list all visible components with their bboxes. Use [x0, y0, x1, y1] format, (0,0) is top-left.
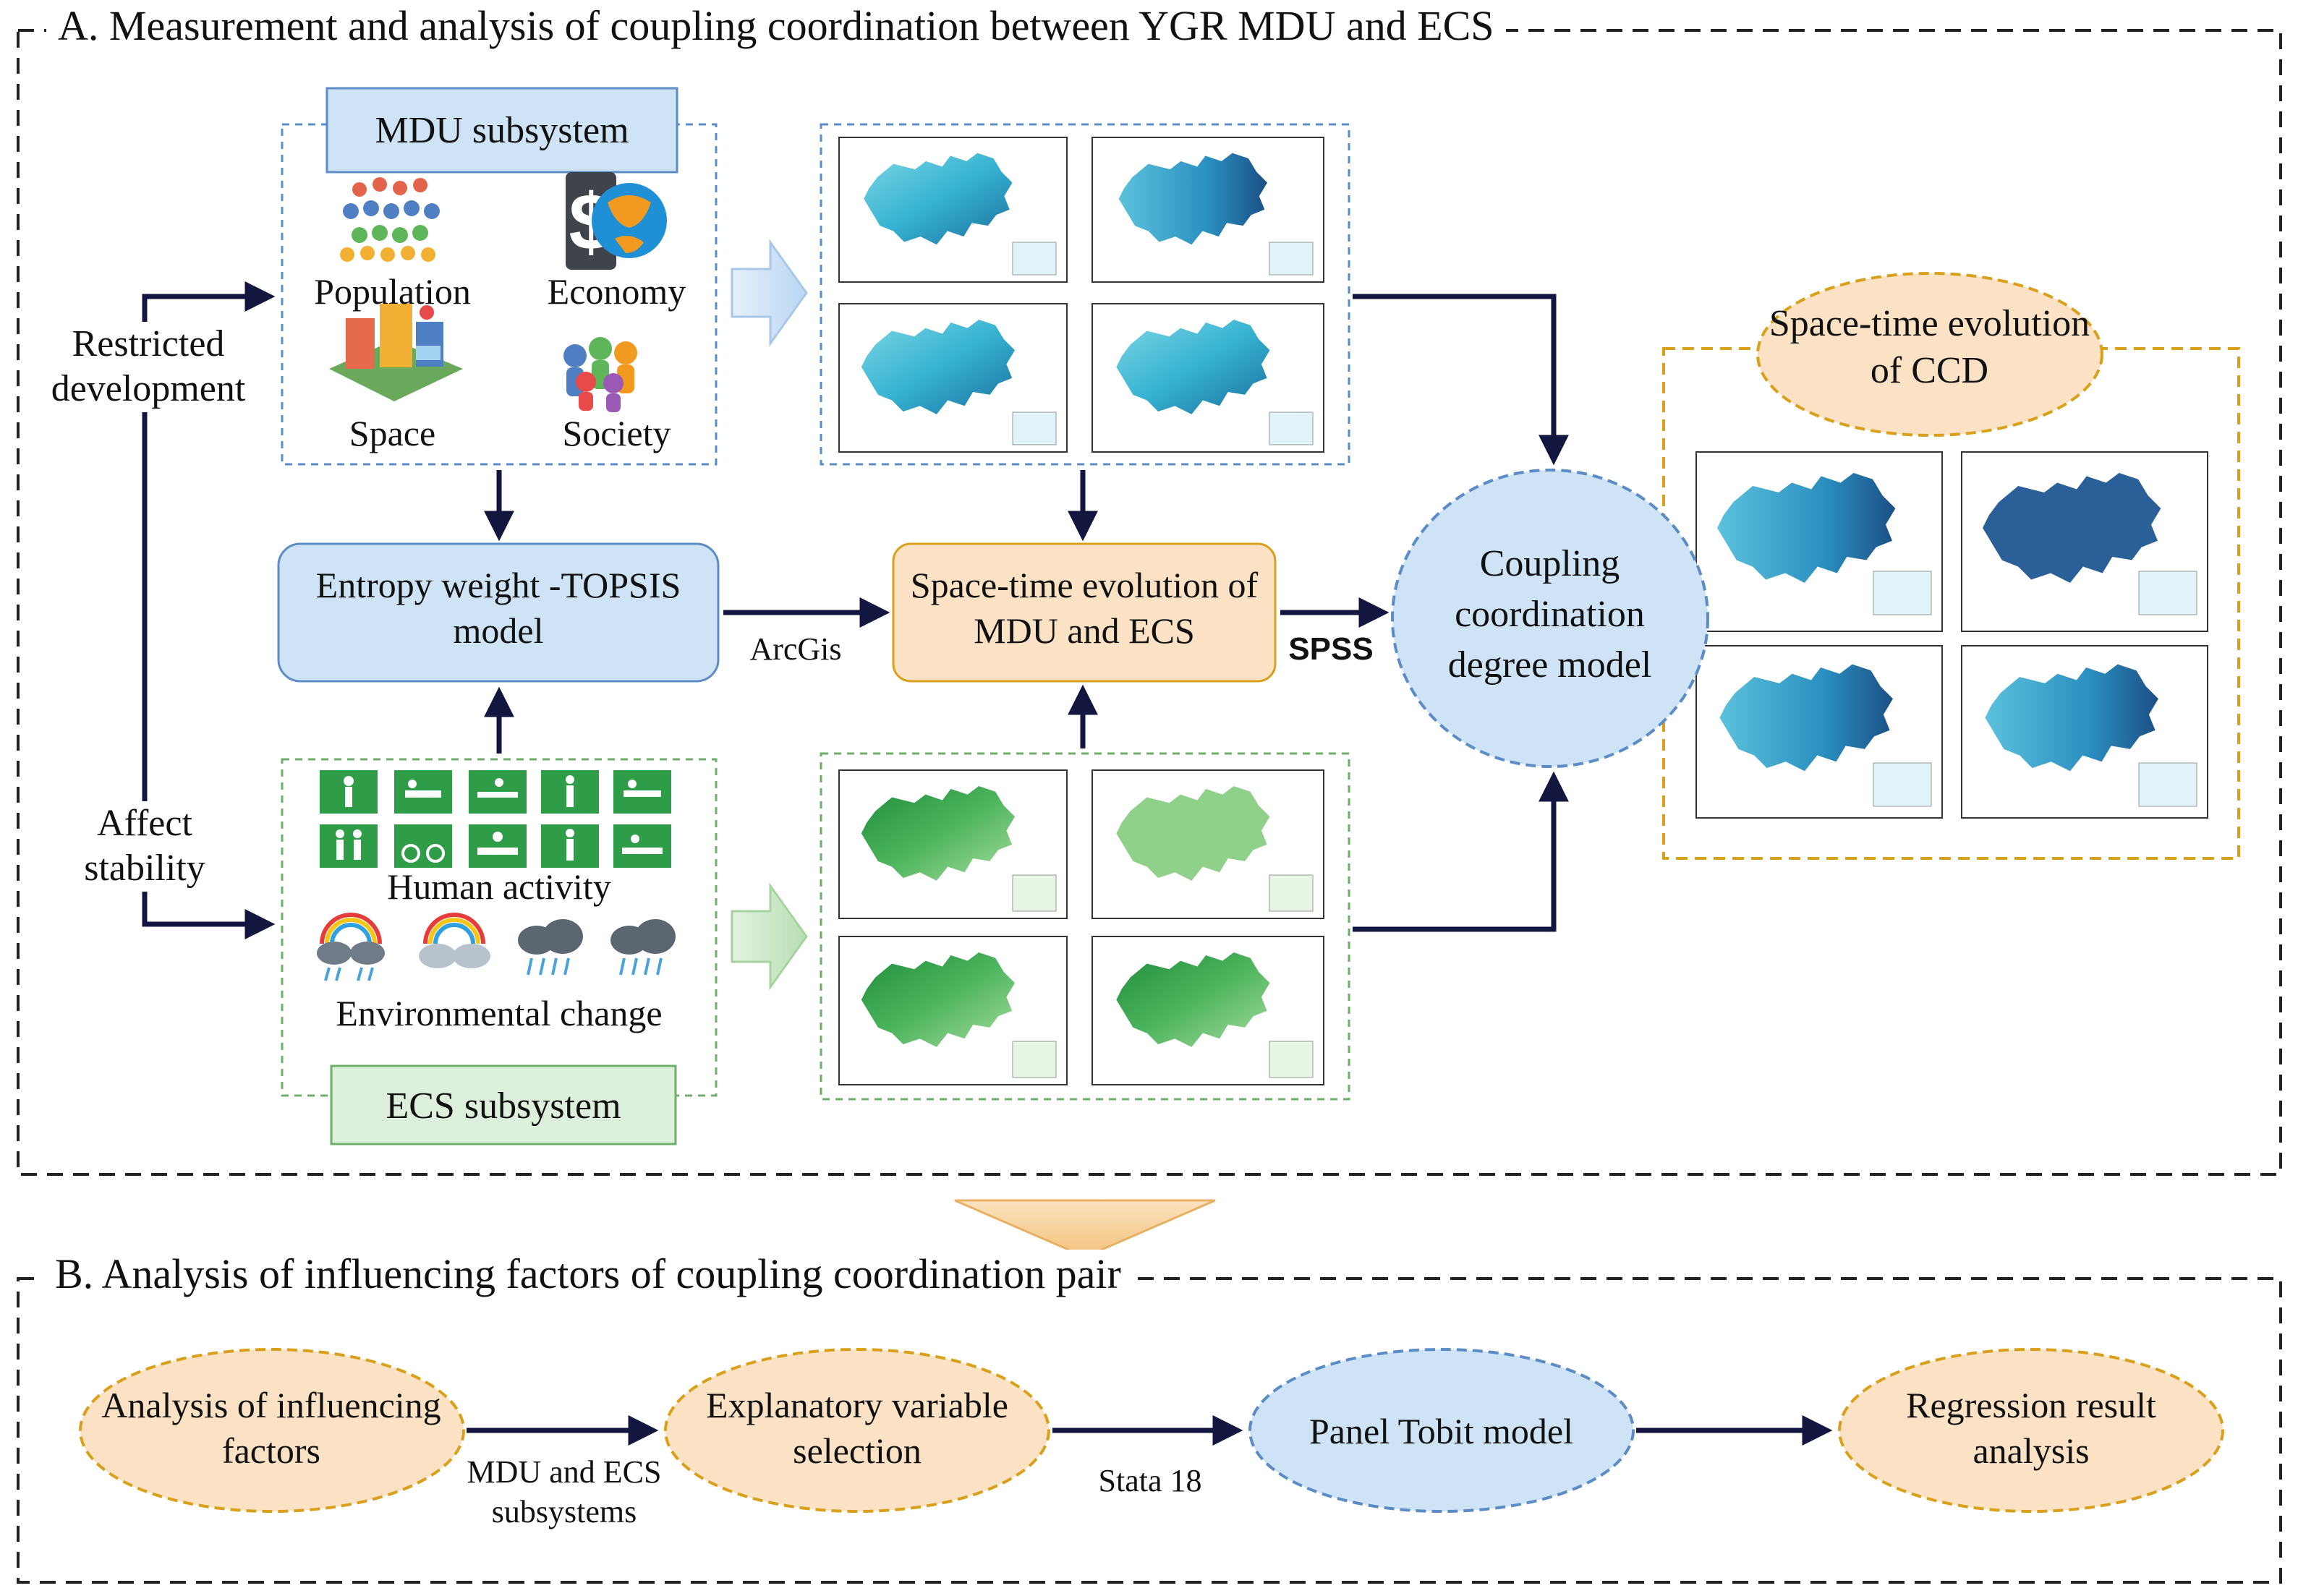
- ccd-map-2: [1961, 451, 2208, 632]
- step2-ellipse: [664, 1348, 1050, 1513]
- spacetime-mdu-ecs-label: Space-time evolution of MDU and ECS: [910, 565, 1259, 651]
- ecs-map-1: [838, 769, 1068, 919]
- arrow-mdumaps-to-coupling: [1353, 294, 1569, 466]
- ccd-title-label: Space-time evolution of CCD: [1769, 303, 2090, 391]
- step-panel-tobit-label: Panel Tobit model: [1309, 1411, 1573, 1451]
- mdu-maps-box: [820, 123, 1350, 466]
- society-icon: [563, 337, 637, 412]
- step-regression-label: Regression result analysis: [1906, 1385, 2156, 1471]
- step-analysis-label: Analysis of influencing factors: [101, 1385, 441, 1471]
- affect-stability-label: Affect stability: [65, 801, 224, 892]
- mdu-map-1: [838, 137, 1068, 283]
- entropy-topsis-label: Entropy weight -TOPSIS model: [315, 565, 681, 651]
- rain-cloud-icon-1: [518, 919, 583, 976]
- step4-ellipse: [1838, 1348, 2224, 1513]
- human-activity-icons: [320, 770, 671, 868]
- arrow-left-to-mdu: [142, 281, 276, 842]
- arcgis-label: ArcGis: [749, 631, 842, 667]
- space-icon: [329, 304, 463, 401]
- section-a-title: A. Measurement and analysis of coupling …: [46, 1, 1506, 50]
- rain-cloud-icon-2: [610, 919, 676, 976]
- ecs-maps: [838, 769, 1324, 1085]
- arrow-ecsmaps-to-coupling: [1353, 771, 1569, 932]
- edge-mdu-ecs-label: MDU and ECS subsystems: [467, 1454, 662, 1529]
- economy-label: Economy: [547, 271, 686, 312]
- big-arrow-down: [954, 1199, 1216, 1258]
- section-b-frame: [17, 1277, 2282, 1584]
- spacetime-box-shape: [892, 542, 1277, 683]
- mdu-map-2: [1091, 137, 1324, 283]
- ecs-maps-box: [820, 752, 1350, 1101]
- spss-label: SPSS: [1288, 631, 1374, 667]
- ccd-map-3: [1695, 645, 1943, 819]
- coupling-model-label: Coupling coordination degree model: [1447, 543, 1652, 686]
- ecs-map-4: [1091, 936, 1324, 1085]
- entropy-box-shape: [277, 542, 720, 683]
- ccd-map-4: [1961, 645, 2208, 819]
- mdu-maps: [838, 137, 1324, 453]
- environment-icons: [317, 913, 676, 981]
- ecs-map-2: [1091, 769, 1324, 919]
- economy-icon: $: [566, 172, 667, 270]
- step-variable-selection-label: Explanatory variable selection: [706, 1385, 1008, 1471]
- big-arrow-blue: [731, 239, 808, 347]
- mdu-subsystem-header: MDU subsystem: [375, 110, 629, 151]
- section-b-title: B. Analysis of influencing factors of co…: [43, 1250, 1133, 1298]
- rainbow-cloud-icon-2: [419, 913, 490, 968]
- mdu-map-4: [1091, 303, 1324, 453]
- population-icon: [340, 177, 440, 262]
- step3-ellipse: [1248, 1348, 1635, 1513]
- population-label: Population: [314, 271, 471, 312]
- ecs-map-3: [838, 936, 1068, 1085]
- ccd-maps: [1695, 451, 2208, 819]
- mdu-map-3: [838, 303, 1068, 453]
- mdu-header-shape: [325, 87, 678, 174]
- space-label: Space: [349, 413, 436, 453]
- ecs-box: [281, 758, 718, 1097]
- restricted-development-label: Restricted development: [29, 322, 268, 412]
- coupling-ellipse: [1391, 469, 1709, 768]
- human-activity-label: Human activity: [387, 866, 611, 907]
- ecs-header-shape: [330, 1064, 677, 1145]
- ecs-subsystem-header: ECS subsystem: [386, 1085, 621, 1127]
- big-arrow-green: [731, 882, 808, 991]
- ccd-map-1: [1695, 451, 1943, 632]
- edge-stata-label: Stata 18: [1098, 1463, 1202, 1498]
- ccd-ellipse: [1756, 272, 2103, 437]
- environmental-change-label: Environmental change: [336, 993, 663, 1033]
- mdu-box: [281, 123, 718, 466]
- society-label: Society: [562, 413, 671, 453]
- step1-ellipse: [79, 1348, 465, 1513]
- rainbow-cloud-icon-1: [317, 913, 385, 981]
